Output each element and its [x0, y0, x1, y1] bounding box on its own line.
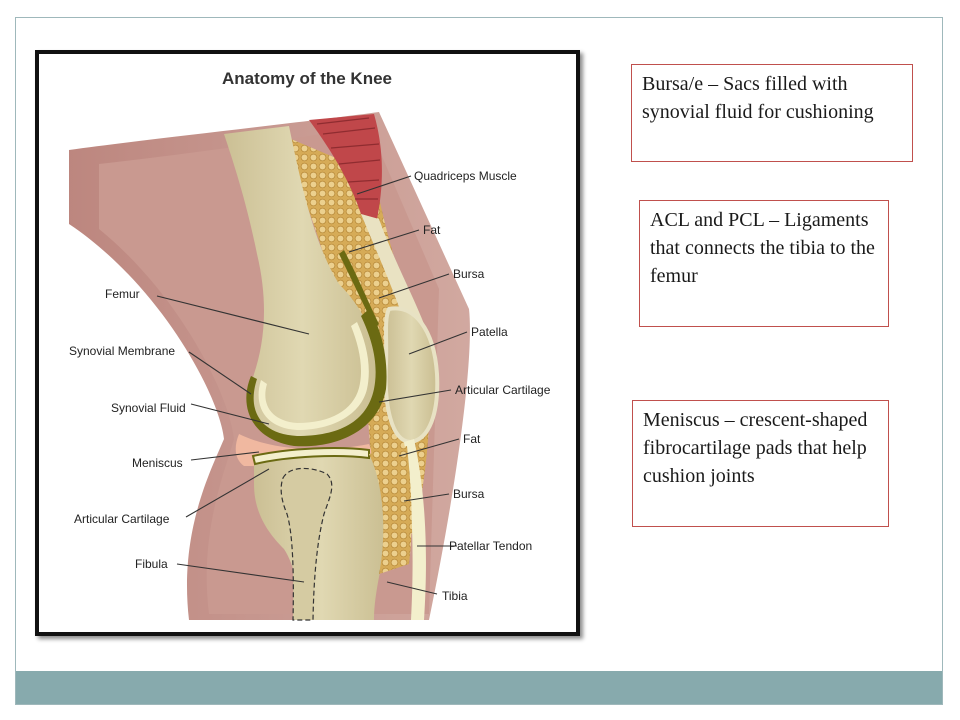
label-tibia: Tibia — [442, 589, 468, 603]
knee-anatomy-figure: Anatomy of the Knee Quadriceps Muscle Fa… — [35, 50, 580, 636]
label-articular-cartilage-right: Articular Cartilage — [455, 383, 551, 397]
femur-cartilage — [258, 322, 369, 430]
knee-diagram: Anatomy of the Knee Quadriceps Muscle Fa… — [69, 69, 551, 621]
label-articular-cartilage-left: Articular Cartilage — [74, 512, 170, 526]
label-femur: Femur — [105, 287, 140, 301]
label-fat-lower: Fat — [463, 432, 481, 446]
synovial-membrane — [246, 309, 387, 447]
note-meniscus: Meniscus – crescent-shaped fibrocartilag… — [632, 400, 889, 527]
label-fat-upper: Fat — [423, 223, 441, 237]
label-quadriceps-muscle: Quadriceps Muscle — [414, 169, 517, 183]
femur-shaft — [224, 126, 380, 439]
label-bursa-upper: Bursa — [453, 267, 485, 281]
quadriceps-muscle — [309, 114, 382, 219]
fibula-bone — [280, 467, 333, 621]
footer-bar — [16, 671, 942, 704]
label-patella: Patella — [471, 325, 508, 339]
note-acl-pcl: ACL and PCL – Ligaments that connects th… — [639, 200, 889, 327]
label-fibula: Fibula — [135, 557, 168, 571]
label-synovial-membrane: Synovial Membrane — [69, 344, 175, 358]
label-bursa-lower: Bursa — [453, 487, 485, 501]
lower-fat — [369, 446, 412, 574]
knee-illustration — [69, 112, 470, 621]
note-bursa: Bursa/e – Sacs filled with synovial flui… — [631, 64, 913, 162]
tibia-cartilage — [251, 447, 370, 466]
figure-title: Anatomy of the Knee — [222, 69, 392, 88]
label-synovial-fluid: Synovial Fluid — [111, 401, 186, 415]
label-patellar-tendon: Patellar Tendon — [449, 539, 532, 553]
upper-bursa — [339, 250, 379, 328]
leader-lines — [156, 175, 468, 595]
label-meniscus: Meniscus — [132, 456, 183, 470]
